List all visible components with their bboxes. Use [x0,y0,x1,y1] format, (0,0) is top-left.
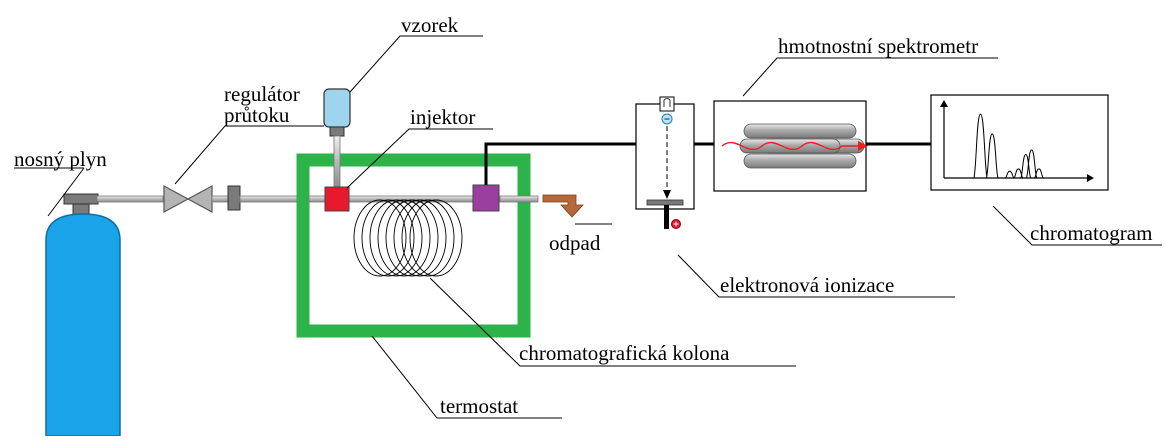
thermostat-frame [296,153,531,338]
label-ionization: elektronová ionizace [720,273,894,297]
leader-regulator [174,125,324,185]
injector-block [324,186,350,212]
label-waste: odpad [549,231,601,255]
anode-plate [646,199,684,206]
label-regulator-1: regulátor [224,82,300,106]
flow-regulator-valve [163,184,213,214]
gas-cylinder [45,193,121,437]
leader-injector [346,128,493,189]
label-column: chromatografická kolona [519,341,730,365]
cylinder-body [45,213,121,437]
gas-line-1 [96,195,164,203]
label-chromatogram: chromatogram [1030,221,1152,245]
gas-line-2 [211,195,231,203]
mass-spectrometer [713,100,868,192]
gas-line-3 [239,195,299,203]
label-injector: injektor [410,105,475,129]
chromatogram-trace [950,113,1080,179]
sample-vial [323,88,351,189]
column-coil [353,199,463,277]
label-thermostat: termostat [440,394,518,418]
splitter-block [472,184,500,212]
waste-arrow [542,194,584,218]
label-ms: hmotnostní spektrometr [778,34,978,58]
transfer-line [484,142,638,185]
outlet-line [499,195,539,203]
ion-source [635,96,695,229]
pipe-fitting [227,185,241,211]
leader-thermostat [371,335,562,419]
chromatogram-peaks-line [950,113,1080,179]
leader-carrier-gas [14,167,85,217]
label-regulator-2: průtoku [224,103,290,127]
chromatogram-box [930,94,1109,191]
leader-column [429,277,796,367]
ion-trajectory [721,141,858,151]
label-carrier-gas: nosný plyn [14,147,107,171]
leader-ms [742,57,998,97]
leader-sample [349,35,483,93]
cylinder-cap [63,193,99,205]
label-sample: vzorek [401,13,459,37]
leader-ionization [677,254,955,298]
leader-chromatogram [992,205,1162,246]
leader-lines [14,35,1162,419]
